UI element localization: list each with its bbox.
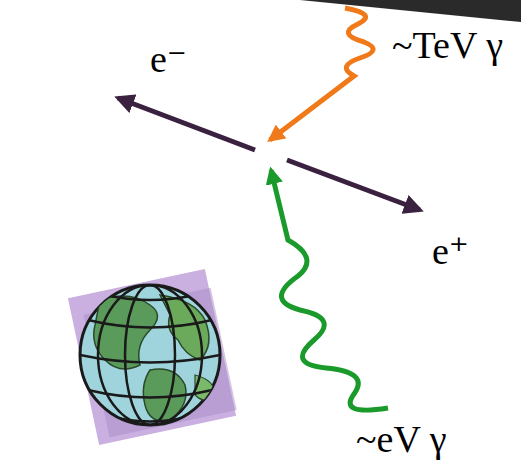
- tev-photon: [270, 8, 373, 140]
- positron-arrow: [287, 160, 420, 210]
- earth-globe: [80, 285, 220, 425]
- photon-energy-label: ~eV γ: [356, 420, 446, 458]
- photon-energy-label: ~TeV γ: [392, 26, 503, 64]
- earth-icon: [68, 269, 237, 445]
- electron-label: e⁻: [150, 40, 187, 78]
- ev-photon: [271, 170, 388, 410]
- positron-label: e⁺: [432, 232, 469, 270]
- electron-arrow: [118, 98, 255, 150]
- slide-corner: [300, 0, 521, 22]
- earth-shadow: [68, 269, 236, 445]
- earth-grid: [80, 285, 220, 425]
